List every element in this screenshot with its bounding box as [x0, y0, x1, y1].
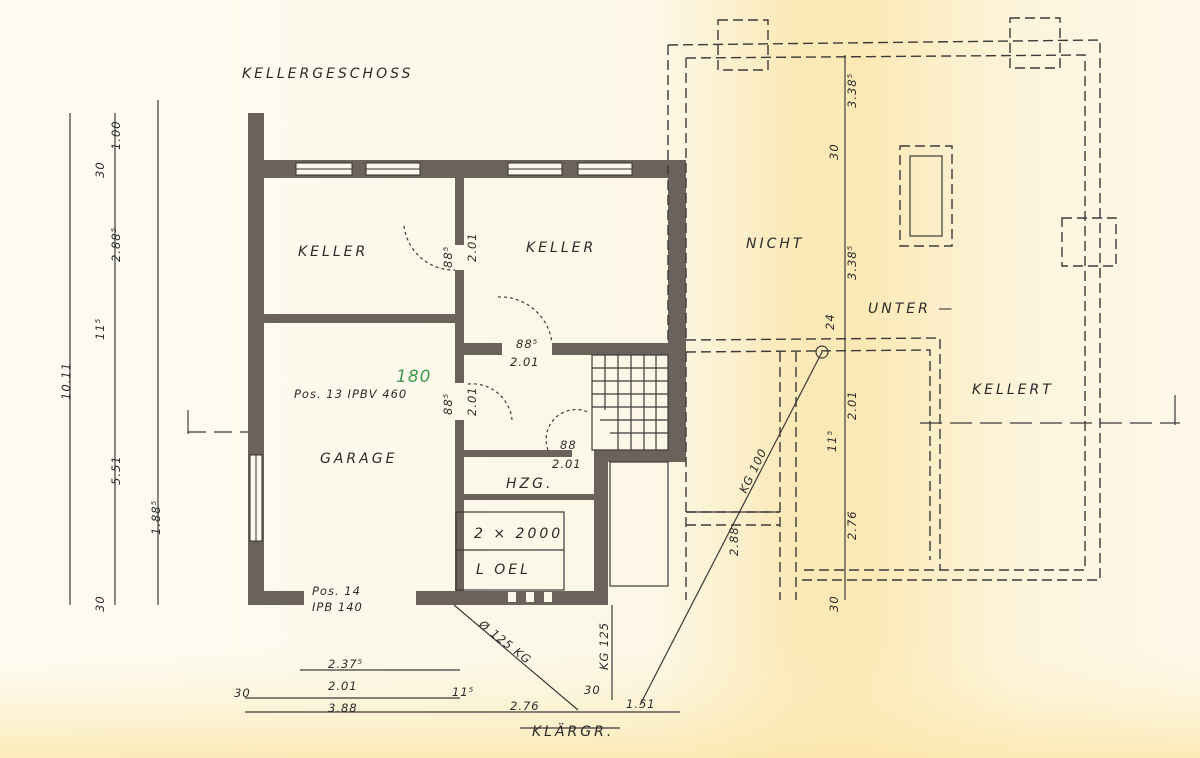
- dim-right-24: 24: [823, 313, 837, 330]
- beam-pos14-profile: IPB 140: [312, 600, 363, 614]
- area-label-kellert: KELLERT: [972, 382, 1054, 398]
- beam-pos13-note: 180: [396, 367, 431, 387]
- room-label-keller-left: KELLER: [298, 244, 368, 260]
- room-label-keller-right: KELLER: [526, 240, 596, 256]
- paper-stain: [0, 650, 1200, 758]
- dim-right-115: 11⁵: [825, 430, 839, 452]
- area-label-nicht: NICHT: [746, 236, 804, 252]
- dim-bottom-388: 3.88: [328, 701, 358, 715]
- dim-right-30-bottom: 30: [827, 595, 841, 612]
- dim-right-338-top: 3.38⁵: [845, 73, 859, 108]
- dim-right-30-top: 30: [827, 143, 841, 160]
- drain-pipes: [453, 345, 829, 711]
- dim-left-288: 2.88⁵: [109, 227, 123, 262]
- interior-walls: [264, 175, 686, 595]
- dim-bottom-115: 11⁵: [452, 685, 474, 699]
- septic-tank-label: KLÄRGR.: [532, 722, 614, 740]
- dim-right-201: 2.01: [845, 390, 859, 420]
- beam-pos13-label: Pos. 13 IPBV 460: [294, 387, 407, 401]
- pipe-label-4: 2.88: [727, 526, 741, 556]
- oil-tank: [455, 511, 565, 591]
- dim-bottom-30: 30: [234, 686, 251, 700]
- plan-title: KELLERGESCHOSS: [242, 66, 413, 82]
- door3-width: 88⁵: [441, 393, 455, 415]
- door-swings: [403, 225, 589, 451]
- room-label-hzg: HZG.: [506, 476, 553, 492]
- area-label-unter: UNTER —: [868, 301, 955, 317]
- dim-bottom-201: 2.01: [328, 679, 358, 693]
- dim-left-total: 10.11: [59, 362, 73, 400]
- dim-right-338: 3.38⁵: [845, 245, 859, 280]
- door1-height: 2.01: [465, 232, 479, 262]
- door4-width: 88: [560, 438, 577, 452]
- dim-right-276: 2.76: [845, 510, 859, 540]
- beam-pos14-label: Pos. 14: [312, 584, 361, 598]
- dim-bottom-151: 1.51: [626, 697, 656, 711]
- door1-width: 88⁵: [441, 246, 455, 268]
- tank-capacity-label: 2 × 2000: [474, 526, 563, 542]
- dimension-lines: [69, 55, 846, 729]
- dim-left-30-top: 30: [93, 161, 107, 178]
- door2-height: 2.01: [510, 355, 540, 369]
- dim-bottom-237: 2.37⁵: [328, 657, 363, 671]
- dim-bottom-276: 2.76: [510, 699, 540, 713]
- door3-height: 2.01: [465, 386, 479, 416]
- room-label-garage: GARAGE: [320, 451, 397, 467]
- dim-left-115: 11⁵: [93, 318, 107, 340]
- tank-oil-label: L OEL: [476, 562, 531, 578]
- dim-left-30-bottom: 30: [93, 595, 107, 612]
- door2-width: 88⁵: [516, 337, 538, 351]
- pipe-label-2: KG 125: [597, 622, 611, 670]
- dim-left-100: 1.00: [109, 120, 123, 150]
- dim-left-188: 1.88⁵: [149, 500, 163, 535]
- dim-bottom-30b: 30: [584, 683, 601, 697]
- door4-height: 2.01: [552, 457, 582, 471]
- dim-left-551: 5.51: [109, 455, 123, 485]
- windows: [249, 162, 633, 602]
- staircase: [591, 354, 669, 451]
